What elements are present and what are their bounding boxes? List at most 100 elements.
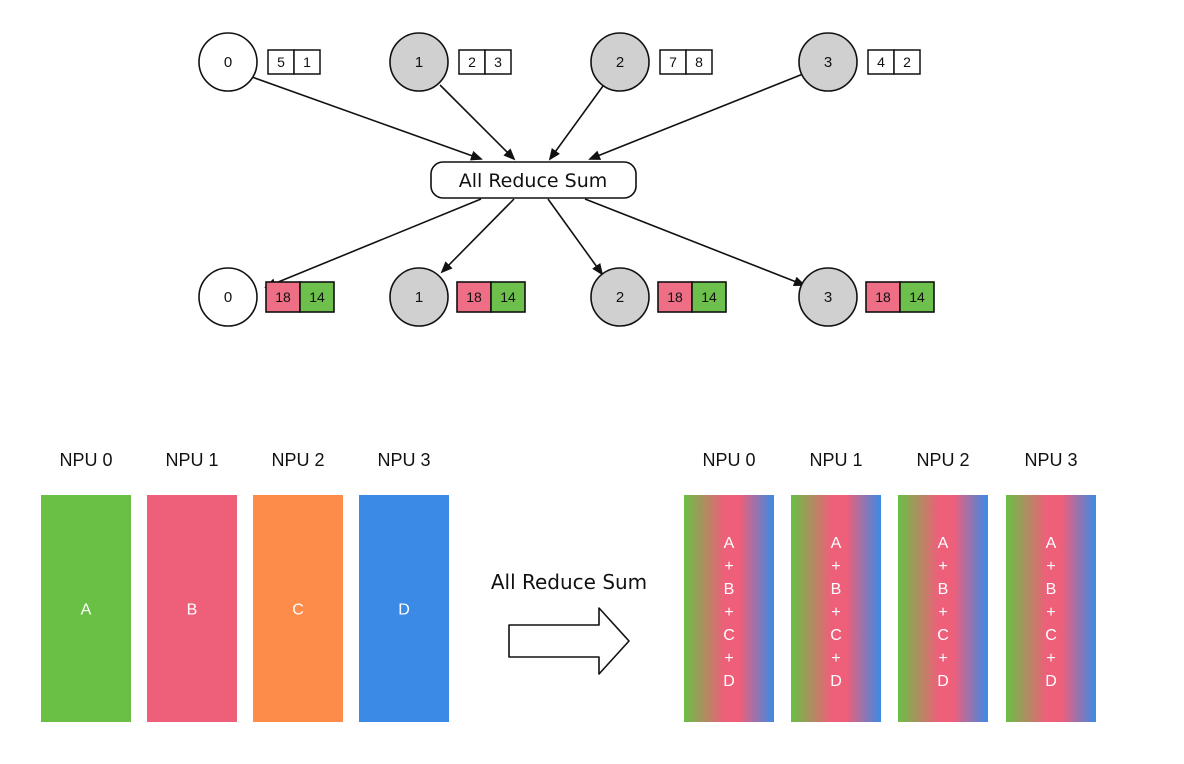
value-cell-text: 8 (695, 54, 703, 70)
npu-sum-term: + (831, 604, 840, 621)
npu-sum-term: D (937, 673, 949, 690)
node-rank-label: 1 (415, 54, 423, 71)
npu-sum-block (898, 495, 988, 722)
npu-block-before: NPU 0 A (41, 450, 131, 722)
input-arrow (251, 76, 483, 161)
npu-label: NPU 1 (165, 450, 218, 470)
result-cell-text: 14 (909, 289, 925, 305)
npu-block-before: NPU 1 B (147, 450, 237, 722)
top-arrows (251, 73, 806, 288)
npu-sum-term: B (938, 581, 949, 598)
npu-sum-term: + (1046, 650, 1055, 667)
result-cell-text: 14 (309, 289, 325, 305)
npu-sum-block (684, 495, 774, 722)
npu-sum-term: C (937, 627, 949, 644)
npu-sum-term: + (724, 604, 733, 621)
npu-sum-term: A (831, 535, 842, 552)
value-cell (484, 49, 512, 75)
reduce-op-box: All Reduce Sum (430, 161, 637, 199)
bottom-op-label: All Reduce Sum (491, 570, 647, 594)
npu-sum-term: + (724, 558, 733, 575)
npu-label: NPU 2 (271, 450, 324, 470)
npu-sum-term: + (1046, 604, 1055, 621)
npu-sum-term: + (938, 650, 947, 667)
npu-sum-term: A (938, 535, 949, 552)
result-cell-text: 18 (466, 289, 482, 305)
node-circle (590, 32, 650, 92)
result-cell-text: 14 (500, 289, 516, 305)
value-cell-text: 5 (277, 54, 285, 70)
npu-label: NPU 2 (916, 450, 969, 470)
npu-sum-term: + (831, 558, 840, 575)
output-node: 0 18 14 (198, 267, 335, 327)
npu-sum-term: D (723, 673, 735, 690)
node-circle (798, 32, 858, 92)
right-arrow-icon (508, 607, 630, 675)
output-arrow (264, 198, 482, 288)
node-circle (198, 267, 258, 327)
npu-sum-term: B (724, 581, 735, 598)
input-arrow (439, 84, 516, 161)
node-circle (389, 267, 449, 327)
result-cell-text: 18 (275, 289, 291, 305)
input-arrow (588, 73, 804, 160)
result-cell (490, 281, 526, 313)
value-cell (293, 49, 321, 75)
npu-block-after: NPU 2A+B+C+D (898, 450, 988, 722)
npu-label: NPU 0 (702, 450, 755, 470)
result-cell-text: 14 (701, 289, 717, 305)
before-npu-blocks: NPU 0 A NPU 1 B NPU 2 C NPU 3 D (41, 450, 449, 722)
reduce-op-label: All Reduce Sum (459, 170, 608, 192)
output-arrow (440, 198, 515, 274)
npu-data-label: C (292, 602, 304, 619)
npu-sum-term: + (724, 650, 733, 667)
value-cell-text: 2 (468, 54, 476, 70)
npu-label: NPU 3 (377, 450, 430, 470)
npu-sum-term: B (1046, 581, 1057, 598)
npu-sum-term: + (938, 558, 947, 575)
npu-label: NPU 0 (59, 450, 112, 470)
npu-data-label: B (187, 602, 198, 619)
npu-data-block (359, 495, 449, 722)
node-rank-label: 2 (616, 289, 624, 306)
npu-sum-term: A (1046, 535, 1057, 552)
npu-sum-term: C (830, 627, 842, 644)
npu-sum-term: C (1045, 627, 1057, 644)
npu-block-after: NPU 3A+B+C+D (1006, 450, 1096, 722)
npu-data-label: A (81, 602, 92, 619)
npu-sum-block (791, 495, 881, 722)
node-rank-label: 0 (224, 289, 232, 306)
npu-block-after: NPU 0A+B+C+D (684, 450, 774, 722)
npu-label: NPU 1 (809, 450, 862, 470)
value-cell (893, 49, 921, 75)
result-cell-text: 18 (875, 289, 891, 305)
value-cell-text: 2 (903, 54, 911, 70)
result-cell (456, 281, 492, 313)
value-cell-text: 4 (877, 54, 885, 70)
node-rank-label: 3 (824, 54, 832, 71)
node-circle (590, 267, 650, 327)
result-cell (299, 281, 335, 313)
input-node: 2 7 8 (590, 32, 713, 92)
npu-sum-term: A (724, 535, 735, 552)
npu-block-before: NPU 2 C (253, 450, 343, 722)
npu-sum-term: + (1046, 558, 1055, 575)
node-rank-label: 2 (616, 54, 624, 71)
value-cell-text: 7 (669, 54, 677, 70)
npu-data-label: D (398, 602, 410, 619)
npu-sum-term: B (831, 581, 842, 598)
npu-sum-block (1006, 495, 1096, 722)
output-arrow (584, 198, 806, 286)
node-circle (798, 267, 858, 327)
npu-label: NPU 3 (1024, 450, 1077, 470)
result-cell (899, 281, 935, 313)
node-rank-label: 0 (224, 54, 232, 71)
result-cell-text: 18 (667, 289, 683, 305)
npu-data-block (41, 495, 131, 722)
